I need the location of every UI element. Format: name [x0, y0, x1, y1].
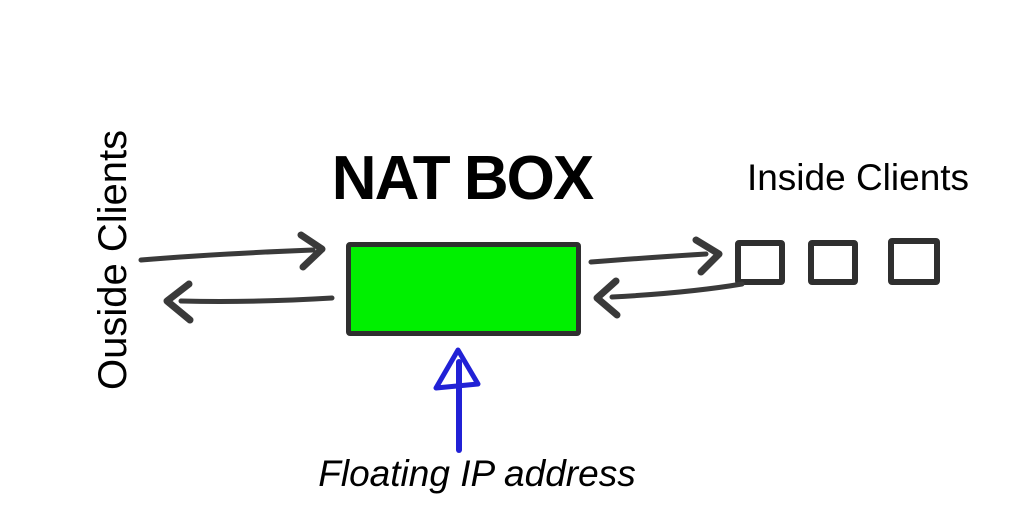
inside-clients-label: Inside Clients [746, 157, 970, 198]
arrow-nat-to-inside-icon [588, 236, 723, 276]
inside-client-box-3 [888, 238, 940, 285]
arrow-outside-to-nat-icon [138, 231, 326, 271]
floating-ip-label: Floating IP address [318, 453, 636, 494]
inside-client-box-1 [735, 240, 785, 285]
arrow-nat-to-outside-icon [163, 280, 335, 324]
outside-clients-label: Ouside Clients [91, 129, 135, 390]
inside-client-box-2 [808, 240, 858, 285]
arrow-floating-ip-icon [433, 347, 481, 453]
arrow-inside-to-nat-icon [593, 277, 745, 319]
diagram-title: NAT BOX [331, 144, 594, 213]
nat-box-shape [346, 242, 581, 336]
